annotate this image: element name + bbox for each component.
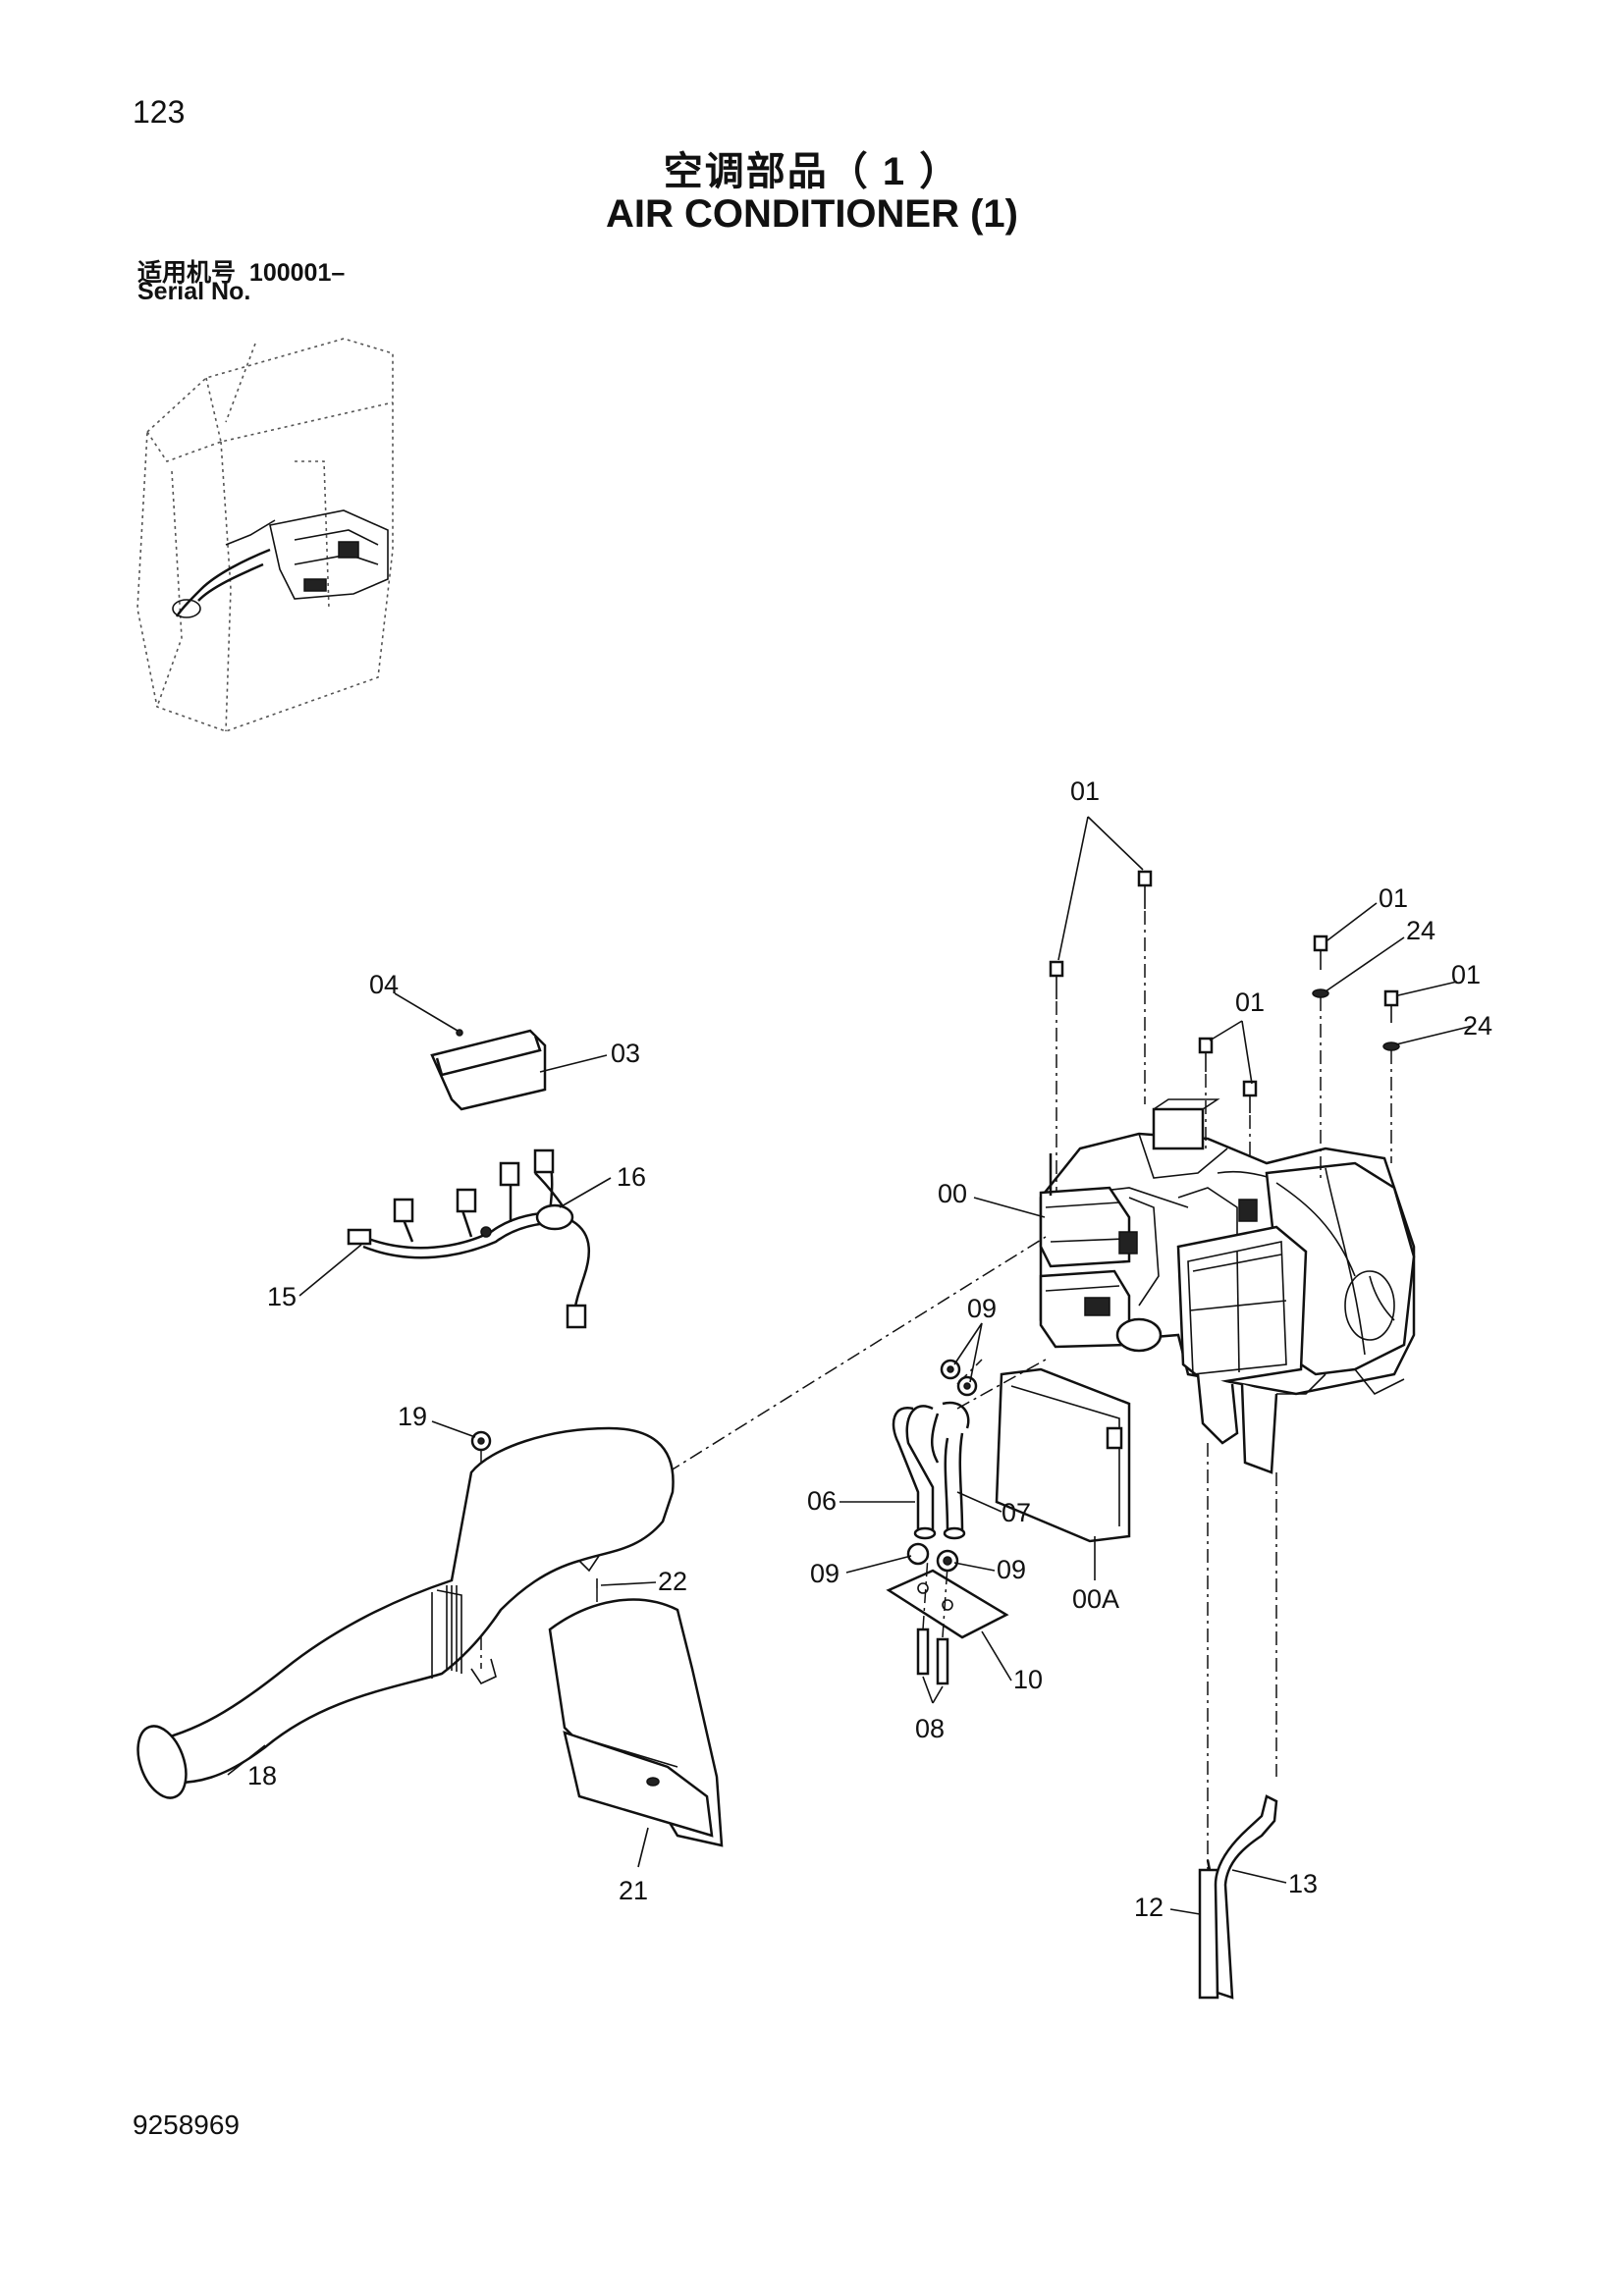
callout-03: 03 (611, 1039, 640, 1068)
callout-22: 22 (658, 1567, 687, 1596)
clips-09-upper (940, 1359, 978, 1397)
wire-harness-15-16 (347, 1148, 591, 1329)
serial-label-english: Serial No. (137, 278, 251, 305)
cab-location-inset (136, 338, 394, 732)
callout-01-top: 01 (1070, 776, 1100, 806)
callout-04: 04 (369, 970, 399, 999)
bolts-01 (1049, 870, 1399, 1196)
callout-08: 08 (915, 1714, 945, 1743)
hoses-06-07 (892, 1401, 970, 1540)
cover-03 (430, 1029, 547, 1111)
callout-09-lower-left: 09 (810, 1559, 839, 1588)
callout-19: 19 (398, 1402, 427, 1431)
callout-01-right-a: 01 (1379, 883, 1408, 913)
air-conditioner-unit (1039, 1098, 1416, 1474)
callout-24-b: 24 (1463, 1011, 1492, 1041)
callout-01-center: 01 (1235, 988, 1265, 1017)
drain-pipes-12-13 (1198, 1794, 1278, 2000)
studs-08 (916, 1628, 949, 1685)
serial-label-cn-text: 适用机号 (137, 259, 237, 287)
callout-labels: 01 01 24 01 24 01 04 03 16 15 00 09 19 0… (247, 776, 1492, 1922)
inset-ac-unit (172, 509, 389, 618)
callout-16: 16 (617, 1162, 646, 1192)
filter-panel-00A (995, 1367, 1131, 1543)
callout-24-a: 24 (1406, 916, 1435, 945)
callout-15: 15 (267, 1282, 297, 1311)
callout-09-lower-right: 09 (997, 1555, 1026, 1584)
serial-value: 100001– (248, 259, 346, 287)
callout-09-upper: 09 (967, 1294, 997, 1323)
callout-21: 21 (619, 1876, 648, 1905)
leader-lines (227, 816, 1474, 1915)
callout-00A: 00A (1072, 1584, 1119, 1614)
callout-13: 13 (1288, 1869, 1318, 1898)
washers-24 (1312, 988, 1400, 1051)
page-title-english: AIR CONDITIONER (1) (606, 192, 1018, 236)
callout-00: 00 (938, 1179, 967, 1208)
clips-09-lower (906, 1542, 959, 1573)
callout-10: 10 (1013, 1665, 1043, 1694)
document-number: 9258969 (133, 2109, 241, 2140)
callout-01-right-b: 01 (1451, 960, 1481, 989)
bolt-19 (470, 1430, 492, 1452)
callout-06: 06 (807, 1486, 837, 1516)
plate-10 (886, 1569, 1009, 1639)
serial-label-chinese: 适用机号 100001– (137, 253, 345, 289)
callout-07: 07 (1001, 1498, 1031, 1527)
callout-18: 18 (247, 1761, 277, 1790)
duct-18 (136, 1426, 675, 1799)
page-number: 123 (133, 94, 186, 130)
duct-21 (548, 1578, 724, 1847)
callout-12: 12 (1134, 1893, 1164, 1922)
page-title-chinese: 空调部品（ 1 ） (663, 150, 961, 193)
